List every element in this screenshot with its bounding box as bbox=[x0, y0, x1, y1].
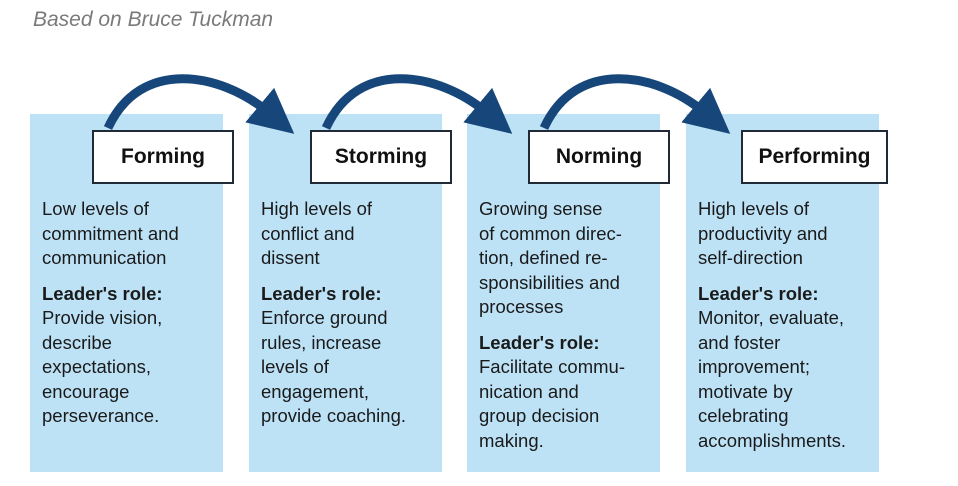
stage-title-performing: Performing bbox=[741, 130, 888, 184]
stage-summary: High levels of conflict and dissent bbox=[261, 198, 373, 268]
leader-role: Leader's role: Facilitate commu- nicatio… bbox=[479, 331, 657, 454]
leader-role: Leader's role: Enforce ground rules, inc… bbox=[261, 282, 439, 429]
leader-role-heading: Leader's role: bbox=[479, 331, 600, 353]
stage-title-forming: Forming bbox=[92, 130, 234, 184]
leader-role: Leader's role: Monitor, evaluate, and fo… bbox=[698, 282, 876, 454]
stage-description-forming: Low levels of commitment and communicati… bbox=[42, 197, 220, 429]
stage-description-performing: High levels of productivity and self-dir… bbox=[698, 197, 876, 453]
stage-description-norming: Growing sense of common direc- tion, def… bbox=[479, 197, 657, 453]
stage-summary: Low levels of commitment and communicati… bbox=[42, 198, 179, 268]
stage-title-storming: Storming bbox=[310, 130, 452, 184]
stage-summary: High levels of productivity and self-dir… bbox=[698, 198, 828, 268]
leader-role: Leader's role: Provide vision, describe … bbox=[42, 282, 220, 429]
stage-description-storming: High levels of conflict and dissent Lead… bbox=[261, 197, 439, 429]
leader-role-heading: Leader's role: bbox=[261, 282, 382, 304]
leader-role-heading: Leader's role: bbox=[698, 282, 819, 304]
attribution-text: Based on Bruce Tuckman bbox=[33, 8, 274, 31]
stage-title-norming: Norming bbox=[528, 130, 670, 184]
leader-role-heading: Leader's role: bbox=[42, 282, 163, 304]
stage-summary: Growing sense of common direc- tion, def… bbox=[479, 198, 622, 317]
